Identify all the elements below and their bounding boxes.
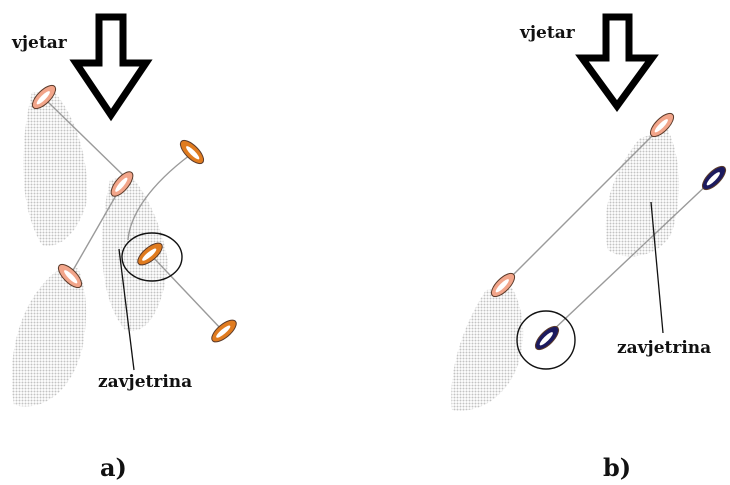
leeward-pointer-b: [650, 201, 664, 334]
wind-shadow-bottom-left: [11, 268, 87, 407]
track-line-5: [504, 127, 661, 284]
leeward-label-a: zavjetrina: [98, 372, 192, 392]
boat-navy-1: [701, 165, 727, 191]
panel-a: vjetar zavjetrina a): [11, 13, 237, 482]
track-line-3: [127, 154, 191, 241]
track-line-4: [149, 253, 223, 331]
boat-navy-2: [534, 325, 560, 351]
wind-arrow-b: [575, 13, 659, 112]
boat-orange-3: [211, 319, 237, 343]
highlight-circle-a: [121, 232, 183, 282]
wind-shadow-bottom: [451, 288, 524, 411]
leeward-pointer-a: [118, 248, 135, 371]
boat-light-5: [490, 272, 516, 298]
leeward-label-b: zavjetrina: [617, 338, 711, 358]
panel-label-b: b): [603, 453, 631, 482]
wind-shadow-top-right: [605, 130, 680, 257]
boat-light-2: [110, 171, 134, 197]
boat-light-3: [57, 263, 83, 289]
boat-orange-2: [137, 242, 163, 266]
wind-shadow-middle: [102, 175, 168, 332]
track-line-1: [47, 101, 127, 179]
boat-orange-1: [179, 139, 205, 165]
panel-b: vjetar zavjetrina b): [451, 13, 727, 482]
wind-arrow-a: [69, 13, 153, 122]
boat-light-1: [31, 84, 57, 110]
wind-label-a: vjetar: [11, 33, 68, 53]
highlight-circle-b: [516, 310, 576, 370]
track-line-6: [549, 179, 713, 334]
panel-label-a: a): [100, 453, 127, 482]
boat-light-4: [649, 112, 675, 138]
wind-label-b: vjetar: [519, 23, 576, 43]
wind-shadow-top-left: [23, 92, 88, 246]
